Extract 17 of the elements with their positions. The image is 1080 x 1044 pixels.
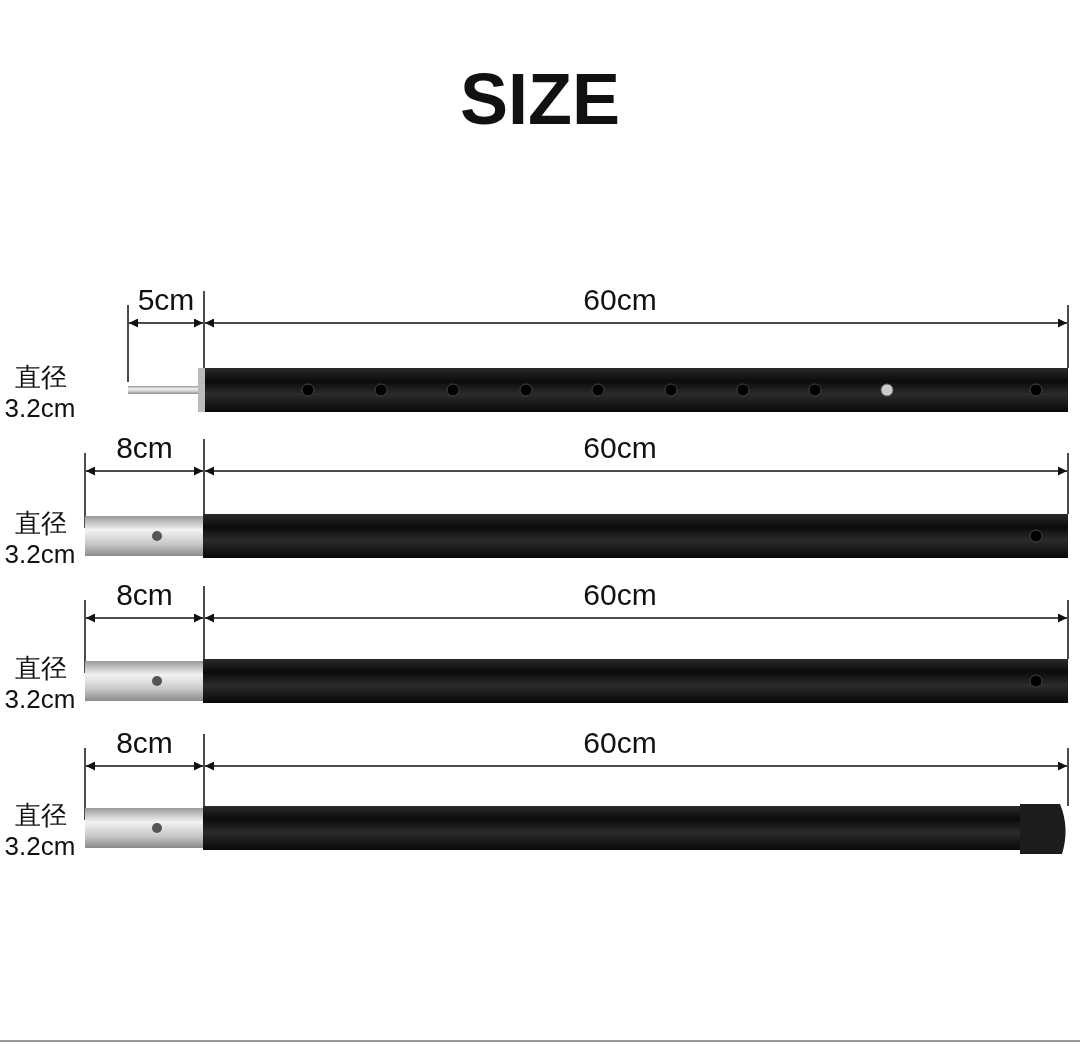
dimension-label: 5cm bbox=[137, 285, 195, 315]
diameter-label: 直径 bbox=[15, 364, 67, 390]
diameter-value: 3.2cm bbox=[4, 686, 76, 712]
diameter-label: 直径 bbox=[15, 802, 67, 828]
dimension-label: 8cm bbox=[116, 728, 173, 758]
dimension-label: 60cm bbox=[583, 433, 657, 463]
diameter-value: 3.2cm bbox=[4, 541, 76, 567]
dimension-label: 60cm bbox=[583, 728, 657, 758]
diameter-value: 3.2cm bbox=[4, 833, 76, 859]
dimension-label: 60cm bbox=[583, 285, 657, 315]
diameter-value: 3.2cm bbox=[4, 395, 76, 421]
dimension-label: 60cm bbox=[583, 580, 657, 610]
diameter-label: 直径 bbox=[15, 655, 67, 681]
dimension-label: 8cm bbox=[116, 580, 173, 610]
dimension-label: 8cm bbox=[116, 433, 173, 463]
diameter-label: 直径 bbox=[15, 510, 67, 536]
title: SIZE bbox=[460, 63, 620, 135]
